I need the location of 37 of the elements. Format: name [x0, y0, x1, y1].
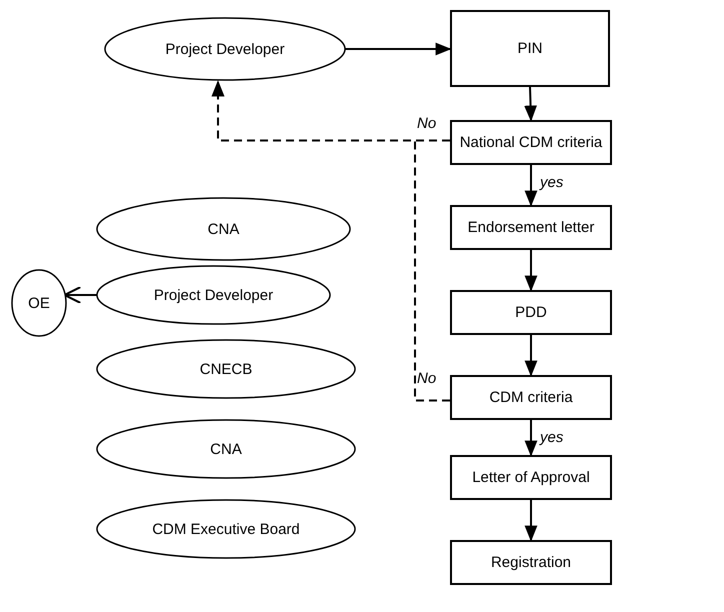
ellipse-node	[97, 420, 355, 478]
ellipse-node	[97, 500, 355, 558]
node-label: CDM criteria	[489, 389, 573, 406]
node-label: CNA	[208, 220, 240, 238]
dashed-arrow	[212, 80, 450, 402]
process-box	[450, 120, 612, 165]
node-label: Letter of Approval	[472, 469, 590, 486]
node-label: CNECB	[200, 360, 252, 378]
process-box	[450, 455, 612, 500]
arrow	[524, 420, 538, 457]
arrow	[524, 335, 538, 377]
process-box	[450, 540, 612, 585]
node-label: PIN	[517, 40, 542, 57]
ellipse-node	[12, 270, 66, 336]
process-box	[450, 290, 612, 335]
arrow	[345, 42, 452, 56]
node-label: CNA	[210, 440, 242, 458]
process-box	[450, 10, 610, 87]
arrow	[524, 165, 538, 207]
process-box	[450, 205, 612, 250]
node-label: Project Developer	[154, 286, 274, 304]
ellipse-node	[97, 266, 330, 324]
process-box	[450, 375, 612, 420]
node-label: Endorsement letter	[468, 219, 594, 236]
arrow	[524, 250, 538, 292]
node-label: CDM Executive Board	[152, 520, 300, 538]
ellipse-node	[97, 340, 355, 398]
arrow	[64, 286, 97, 304]
arrow	[524, 500, 538, 542]
arrow	[524, 86, 537, 122]
ellipse-node	[97, 198, 350, 260]
node-label: Registration	[490, 554, 572, 571]
node-label: Project Developer	[165, 40, 285, 58]
node-label: National CDM criteria	[460, 134, 602, 151]
ellipse-node	[105, 18, 345, 80]
node-label: OE	[28, 294, 50, 312]
node-label: PDD	[515, 304, 547, 321]
